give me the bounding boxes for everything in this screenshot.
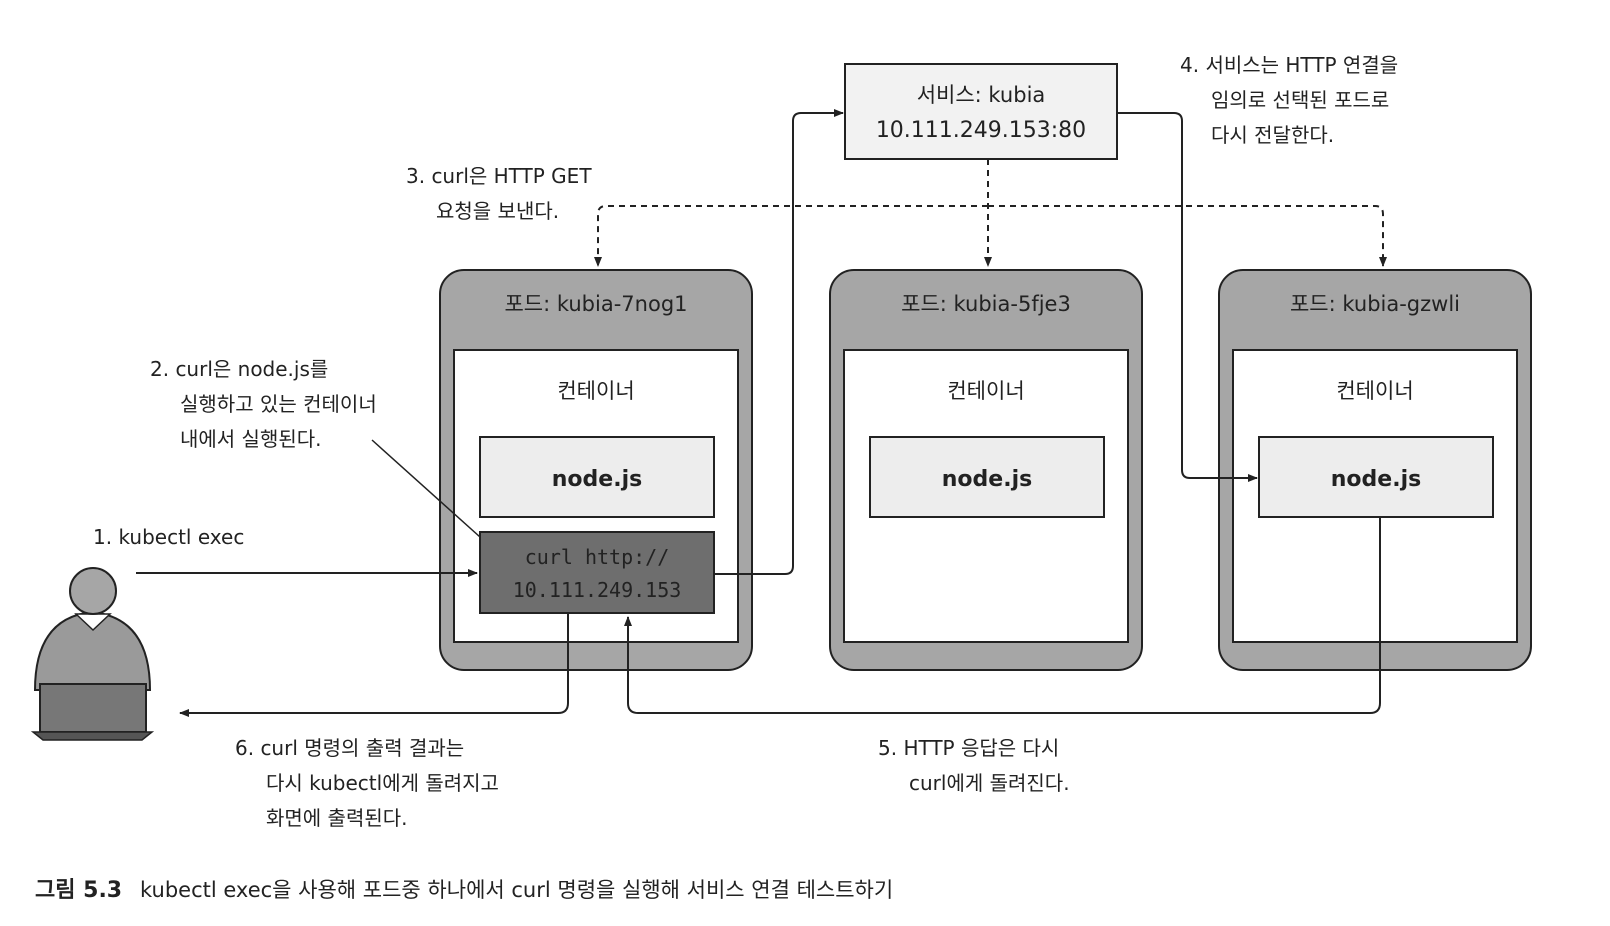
nodejs-box (869, 436, 1105, 518)
nodejs-box (1258, 436, 1494, 518)
person-at-laptop-icon (30, 567, 155, 741)
connectors (136, 109, 1387, 717)
svg-text:5. HTTP 응답은 다시: 5. HTTP 응답은 다시 (878, 736, 1059, 760)
svg-text:임의로 선택된 포드로: 임의로 선택된 포드로 (1211, 88, 1389, 112)
svg-text:3. curl은 HTTP GET: 3. curl은 HTTP GET (406, 164, 592, 188)
nodejs-label: node.js (942, 467, 1032, 492)
svg-text:내에서 실행된다.: 내에서 실행된다. (180, 427, 322, 451)
annotation-step2: 2. curl은 node.js를 실행하고 있는 컨테이너 내에서 실행된다. (150, 357, 377, 451)
pod-title: 포드: kubia-gzwli (1290, 292, 1460, 316)
container-label: 컨테이너 (557, 379, 634, 403)
arrow-curl-to-service (714, 109, 844, 575)
arrow-response-to-curl (624, 517, 1381, 714)
pod-title: 포드: kubia-5fje3 (901, 292, 1071, 316)
annotation-step6: 6. curl 명령의 출력 결과는 다시 kubectl에게 돌려지고 화면에… (235, 736, 499, 830)
figure-caption: 그림 5.3 kubectl exec을 사용해 포드중 하나에서 curl 명… (35, 878, 893, 903)
container-label: 컨테이너 (1336, 379, 1413, 403)
svg-text:화면에 출력된다.: 화면에 출력된다. (266, 806, 408, 830)
caption-label: 그림 5.3 (35, 878, 122, 903)
annotation-step1: 1. kubectl exec (93, 525, 244, 549)
arrow-service-to-pod1-dashed (594, 205, 988, 267)
curl-line-1: curl http:// (525, 545, 670, 569)
svg-text:6. curl 명령의 출력 결과는: 6. curl 명령의 출력 결과는 (235, 736, 464, 760)
arrow-output-to-user (179, 613, 569, 717)
annotation-step3: 3. curl은 HTTP GET 요청을 보낸다. (406, 164, 592, 223)
curl-box (479, 531, 715, 614)
pod-kubia-gzwli: 포드: kubia-gzwli 컨테이너 node.js (1218, 269, 1532, 671)
svg-text:다시 전달한다.: 다시 전달한다. (1211, 123, 1334, 147)
annotation-step5: 5. HTTP 응답은 다시 curl에게 돌려진다. (878, 736, 1070, 795)
nodejs-label: node.js (552, 467, 642, 492)
svg-text:curl에게 돌려진다.: curl에게 돌려진다. (909, 771, 1070, 795)
service-ip: 10.111.249.153:80 (876, 118, 1086, 143)
pod-kubia-7nog1: 포드: kubia-7nog1 컨테이너 node.js curl http:/… (439, 269, 753, 671)
svg-text:1. kubectl exec: 1. kubectl exec (93, 525, 244, 549)
annotation-leader-line (371, 439, 481, 538)
pod-kubia-5fje3: 포드: kubia-5fje3 컨테이너 node.js (829, 269, 1143, 671)
svg-text:실행하고 있는 컨테이너: 실행하고 있는 컨테이너 (180, 392, 377, 416)
arrow-service-to-pod3-nodejs (1117, 112, 1258, 482)
caption-text: kubectl exec을 사용해 포드중 하나에서 curl 명령을 실행해 … (140, 878, 893, 902)
service-title: 서비스: kubia (917, 83, 1046, 107)
curl-line-2: 10.111.249.153 (513, 578, 682, 602)
nodejs-label: node.js (1331, 467, 1421, 492)
service-box: 서비스: kubia 10.111.249.153:80 (844, 63, 1118, 160)
container-label: 컨테이너 (947, 379, 1024, 403)
svg-text:2. curl은 node.js를: 2. curl은 node.js를 (150, 357, 328, 381)
annotation-step4: 4. 서비스는 HTTP 연결을 임의로 선택된 포드로 다시 전달한다. (1180, 53, 1398, 147)
svg-text:4. 서비스는 HTTP 연결을: 4. 서비스는 HTTP 연결을 (1180, 53, 1398, 77)
nodejs-box (479, 436, 715, 518)
pod-title: 포드: kubia-7nog1 (504, 292, 687, 316)
svg-text:요청을 보낸다.: 요청을 보낸다. (436, 199, 559, 223)
svg-text:다시 kubectl에게 돌려지고: 다시 kubectl에게 돌려지고 (266, 771, 499, 795)
arrow-service-to-pod3-dashed (988, 205, 1387, 267)
